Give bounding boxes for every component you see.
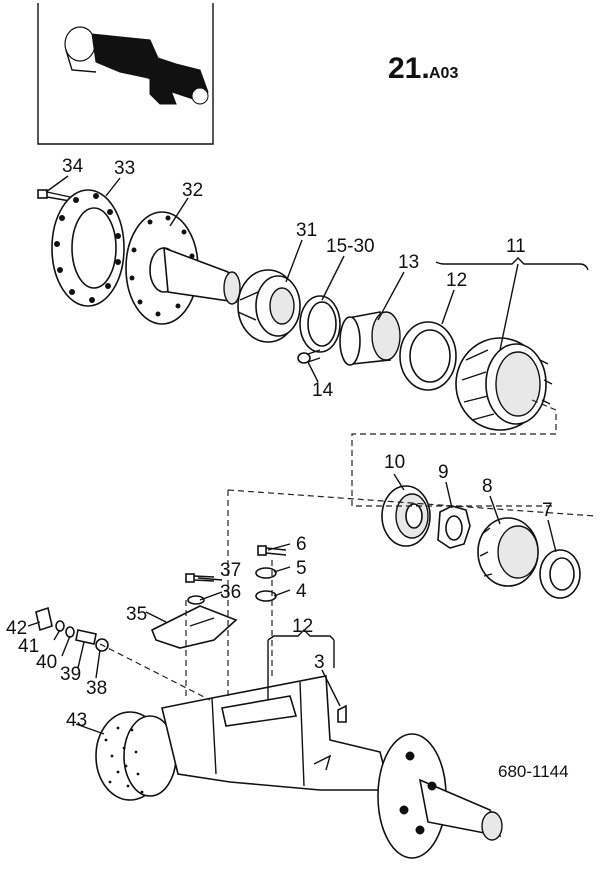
label-12-lower: 12: [292, 616, 313, 637]
label-6: 6: [296, 534, 307, 555]
label-11: 11: [506, 236, 526, 257]
part-39-pin: [75, 629, 97, 645]
part-43-perforated-band: [95, 711, 177, 801]
part-32-flange-shaft: [125, 211, 241, 325]
part-37-bolt: [185, 573, 215, 583]
label-42: 42: [6, 618, 27, 639]
part-42-block: [35, 606, 53, 632]
part-number-labels: 34 33 32 31 15-30 13 12 11 14 10 9 8 7 6…: [6, 156, 553, 731]
leader-lines: [27, 175, 589, 735]
part-9-nut: [437, 505, 471, 549]
label-40: 40: [36, 652, 57, 673]
part-11-ring-gear: [455, 337, 553, 431]
label-9: 9: [438, 462, 449, 483]
section-heading: 21. A03: [388, 52, 458, 85]
label-12-upper: 12: [446, 270, 467, 291]
section-number: 21.: [388, 52, 430, 85]
label-34: 34: [62, 156, 84, 177]
part-5-washer: [255, 567, 277, 579]
assembly-dashed-lines: [99, 399, 596, 701]
part-6-bolt: [257, 545, 287, 556]
label-8: 8: [482, 476, 493, 497]
label-15-30: 15-30: [326, 236, 375, 257]
part-33-flange-ring: [51, 189, 125, 307]
part-14-pin: [297, 349, 321, 364]
part-40-ring: [65, 626, 75, 638]
part-41-washer: [55, 620, 65, 632]
axle-thumbnail-image: [64, 26, 209, 105]
label-4: 4: [296, 581, 307, 602]
part-12-seal-ring: [399, 321, 457, 391]
label-31: 31: [296, 220, 317, 241]
label-3: 3: [314, 652, 325, 673]
label-13: 13: [398, 252, 419, 273]
label-33: 33: [114, 158, 135, 179]
section-suffix: A03: [429, 65, 458, 82]
label-38: 38: [86, 678, 107, 699]
part-31-roller-bearing: [237, 269, 301, 343]
label-14: 14: [312, 380, 334, 401]
locator-thumbnail: [37, 3, 214, 145]
label-36: 36: [220, 582, 241, 603]
label-7: 7: [542, 500, 553, 521]
label-32: 32: [182, 180, 203, 201]
part-7-seal: [539, 549, 581, 599]
label-35: 35: [126, 604, 147, 625]
part-4-link: [255, 590, 277, 602]
part-36-washer: [187, 595, 205, 605]
part-8-hub-carrier: [477, 517, 539, 587]
part-10-bearing: [381, 485, 431, 547]
part-3-axle-housing: [161, 675, 503, 859]
label-5: 5: [296, 558, 307, 579]
label-10: 10: [384, 452, 405, 473]
label-37: 37: [220, 560, 241, 581]
part-34-bolt: [37, 189, 71, 202]
label-39: 39: [60, 664, 81, 685]
part-15-30-shim: [299, 295, 341, 353]
part-35-bracket: [150, 605, 238, 649]
label-41: 41: [18, 636, 39, 657]
label-43: 43: [66, 710, 87, 731]
part-13-bearing-cone: [339, 311, 401, 366]
drawing-reference: 680-1144: [498, 762, 569, 781]
